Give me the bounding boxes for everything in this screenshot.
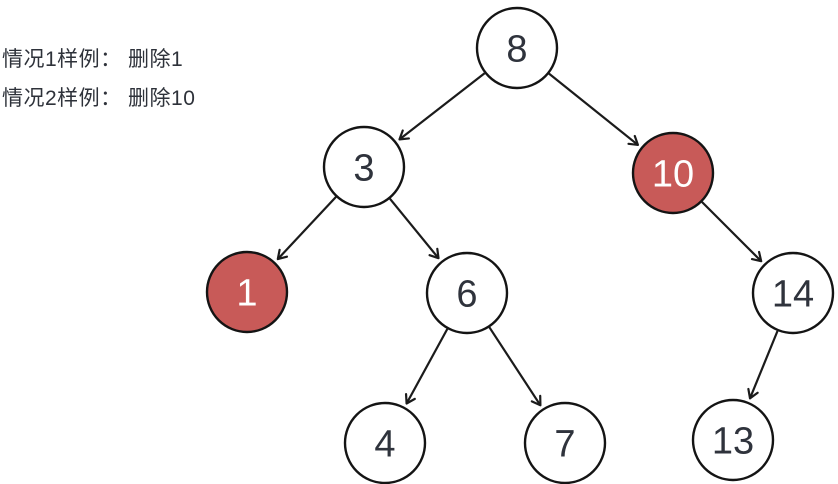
edge-6-7 [488, 326, 542, 407]
node-circle-8 [475, 6, 559, 90]
node-value-4: 4 [374, 423, 395, 465]
case-annotations: 情况1样例： 删除1 情况2样例： 删除10 [2, 40, 195, 118]
node-circle-10 [631, 131, 715, 215]
edge-8-10 [548, 72, 640, 146]
tree-node-7: 7 [523, 401, 607, 484]
node-value-14: 14 [772, 273, 814, 315]
tree-node-1-highlighted: 1 [205, 250, 289, 334]
edges-layer [276, 72, 779, 407]
tree-node-3: 3 [322, 125, 406, 209]
case1-note: 情况1样例： 删除1 [2, 48, 184, 71]
node-value-7: 7 [554, 423, 575, 465]
nodes-layer: 8 3 10 1 6 14 4 7 13 [205, 6, 835, 484]
tree-node-13: 13 [691, 398, 775, 482]
node-circle-7 [523, 401, 607, 484]
node-value-13: 13 [712, 420, 754, 462]
node-value-10: 10 [652, 153, 694, 195]
node-circle-4 [343, 401, 427, 484]
edge-6-4 [404, 328, 449, 405]
node-circle-1 [205, 250, 289, 334]
node-value-1: 1 [236, 272, 257, 314]
node-circle-14 [751, 251, 835, 335]
tree-node-8: 8 [475, 6, 559, 90]
edge-3-6 [389, 198, 440, 260]
node-value-3: 3 [353, 147, 374, 189]
edge-14-13 [747, 330, 779, 400]
node-value-6: 6 [456, 273, 477, 315]
edge-3-1 [276, 196, 337, 261]
edge-10-14 [701, 201, 763, 263]
tree-node-10-highlighted: 10 [631, 131, 715, 215]
tree-node-14: 14 [751, 251, 835, 335]
node-circle-6 [425, 251, 509, 335]
node-circle-3 [322, 125, 406, 209]
tree-node-4: 4 [343, 401, 427, 484]
case2-note: 情况2样例： 删除10 [2, 87, 196, 110]
edge-8-3 [398, 72, 486, 141]
node-circle-13 [691, 398, 775, 482]
node-value-8: 8 [506, 28, 527, 70]
tree-node-6: 6 [425, 251, 509, 335]
